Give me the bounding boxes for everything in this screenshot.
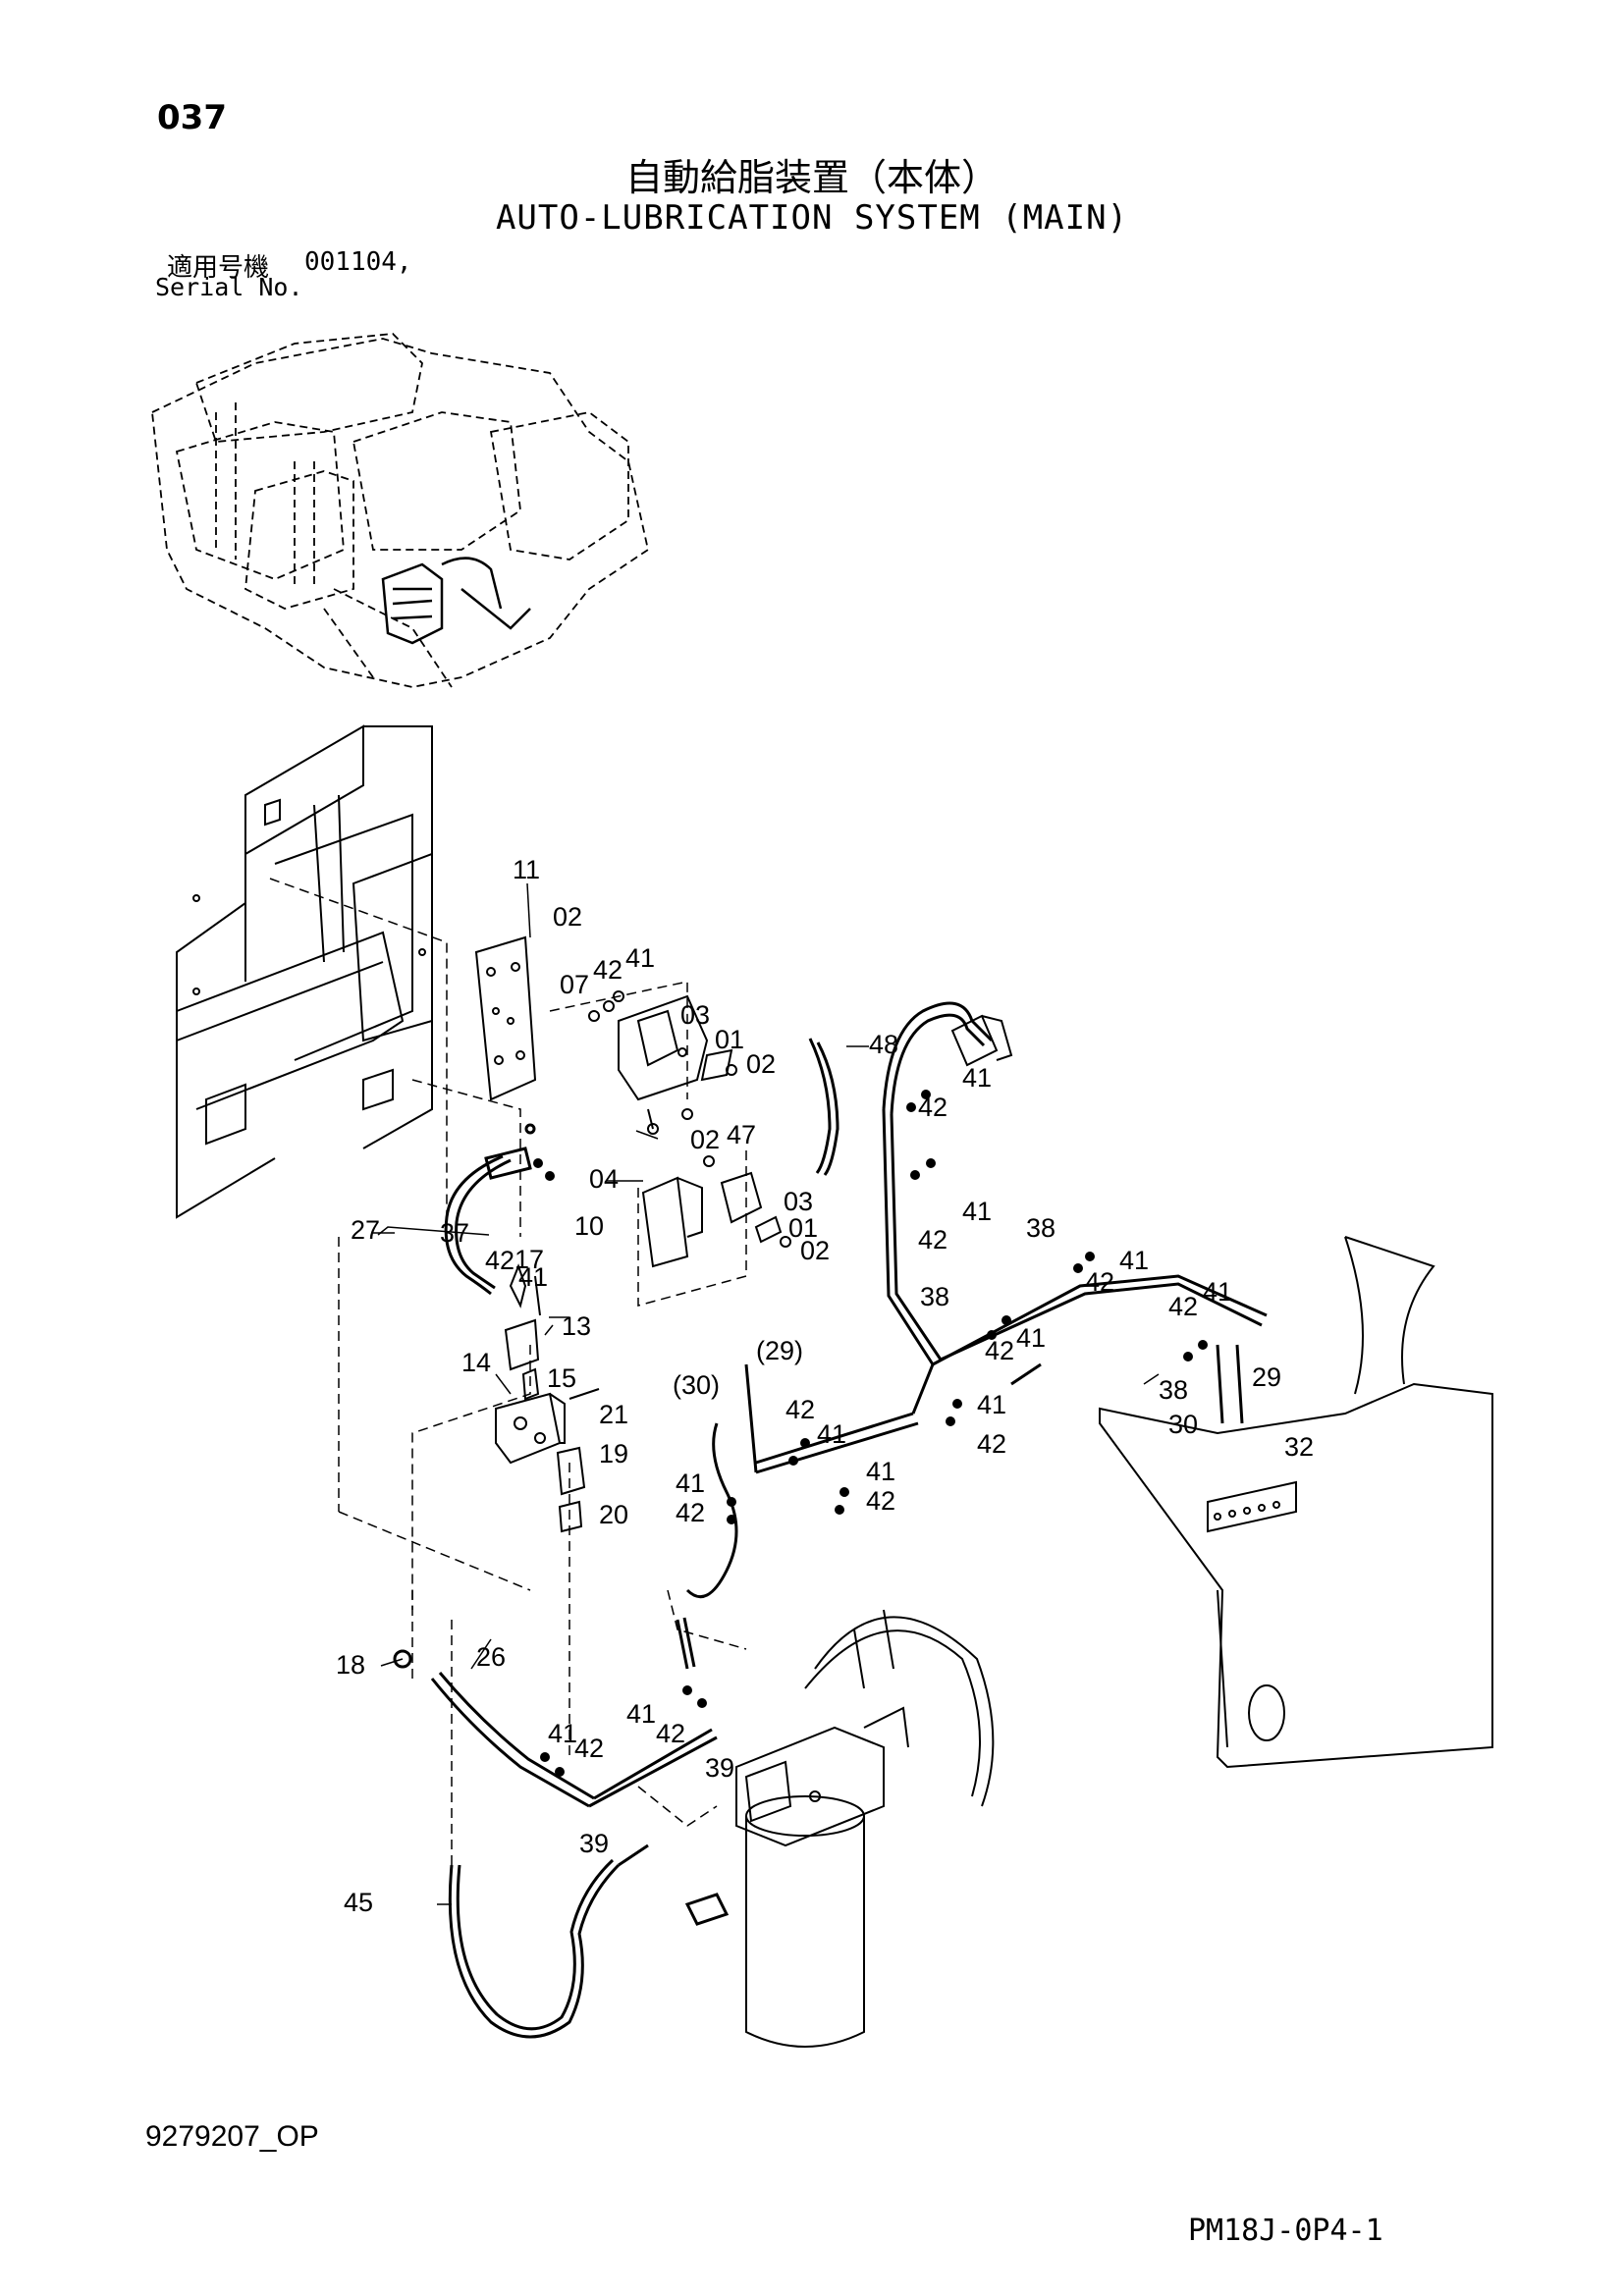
callout-41: 41 — [1016, 1323, 1046, 1353]
callout-48: 48 — [869, 1030, 898, 1059]
relief-valve-group — [495, 1263, 600, 1533]
hose-27 — [444, 1123, 536, 1296]
callout-42: 42 — [785, 1395, 815, 1424]
serial-label-english: Serial No. — [155, 273, 303, 301]
callout-39: 39 — [705, 1753, 734, 1783]
callout-21: 21 — [599, 1400, 628, 1429]
callout-41: 41 — [626, 1699, 656, 1729]
callout-02: 02 — [690, 1125, 720, 1154]
callout-42: 42 — [676, 1498, 705, 1527]
callout-32: 32 — [1284, 1432, 1314, 1462]
callout-11: 11 — [513, 855, 540, 884]
callout-42: 42 — [574, 1734, 604, 1763]
callout-10: 10 — [574, 1211, 604, 1241]
control-bracket-11 — [474, 935, 537, 1101]
callout-42: 42 — [593, 955, 623, 985]
callout-42: 42 — [866, 1486, 895, 1516]
fastener-markers — [533, 1090, 1208, 1777]
title-english: AUTO-LUBRICATION SYSTEM (MAIN) — [495, 198, 1129, 238]
callout-38: 38 — [1159, 1375, 1188, 1405]
solenoid-valve-assembly — [588, 990, 737, 1135]
serial-number-value: 001104, — [304, 247, 412, 277]
callout-41: 41 — [962, 1197, 992, 1226]
callout-02: 02 — [746, 1049, 776, 1079]
callout-02: 02 — [553, 902, 582, 932]
cover-plate — [1099, 1236, 1493, 1769]
callout-41: 41 — [625, 943, 655, 973]
callout-41: 41 — [518, 1262, 548, 1292]
hose-26 — [393, 1617, 718, 1808]
callout-07: 07 — [560, 970, 589, 999]
callout-41: 41 — [977, 1390, 1006, 1419]
callout-41: 41 — [676, 1468, 705, 1498]
callout-13: 13 — [562, 1311, 591, 1341]
callout-01: 01 — [788, 1213, 818, 1243]
callout-19: 19 — [599, 1439, 628, 1468]
callout-38: 38 — [920, 1282, 949, 1311]
callout-41: 41 — [866, 1457, 895, 1486]
callout-42: 42 — [977, 1429, 1006, 1459]
callout-01: 01 — [715, 1025, 744, 1054]
callout-30-ref: (30) — [673, 1370, 720, 1400]
callout-29: 29 — [1252, 1362, 1281, 1392]
electrical-connector — [950, 1014, 1013, 1067]
callout-15: 15 — [547, 1363, 576, 1393]
callout-20: 20 — [599, 1500, 628, 1529]
callout-38: 38 — [1026, 1213, 1056, 1243]
page-number: 037 — [157, 98, 227, 137]
callout-03: 03 — [680, 1000, 710, 1030]
callout-26: 26 — [476, 1642, 506, 1672]
callout-42: 42 — [985, 1336, 1014, 1365]
machine-overview-drawing — [151, 333, 650, 688]
callout-labels: 11 02 07 42 41 03 01 02 48 04 02 47 10 0… — [336, 855, 1314, 1917]
callout-41: 41 — [962, 1063, 992, 1093]
callout-14: 14 — [461, 1348, 491, 1377]
callout-41: 41 — [548, 1719, 577, 1748]
callout-03: 03 — [784, 1187, 813, 1216]
callout-42: 42 — [656, 1719, 685, 1748]
title-japanese: 自動給脂装置（本体） — [624, 156, 999, 199]
callout-37: 37 — [440, 1218, 469, 1248]
callout-42: 42 — [485, 1246, 514, 1275]
callout-leaders — [371, 882, 1160, 1905]
callout-47: 47 — [727, 1120, 756, 1149]
callout-42: 42 — [1085, 1267, 1114, 1297]
callout-41: 41 — [1203, 1277, 1232, 1307]
callout-04: 04 — [589, 1164, 619, 1194]
callout-02: 02 — [800, 1236, 830, 1265]
callout-18: 18 — [336, 1650, 365, 1680]
callout-41: 41 — [1119, 1246, 1149, 1275]
sheet-code: PM18J-0P4-1 — [1188, 2214, 1383, 2248]
callout-27: 27 — [351, 1215, 380, 1245]
assembly-leader-lines — [269, 878, 747, 1865]
lubrication-pump-unit — [735, 1609, 995, 2048]
switch-bracket-10 — [641, 1155, 791, 1268]
callout-17: 17 — [514, 1245, 544, 1274]
callout-42: 42 — [918, 1225, 947, 1255]
drawing-code: 9279207_OP — [145, 2120, 319, 2153]
callout-41: 41 — [817, 1419, 846, 1449]
callout-42: 42 — [1168, 1292, 1198, 1321]
grease-line-48 — [808, 1038, 839, 1176]
callout-42: 42 — [918, 1093, 947, 1122]
hose-45 — [448, 1843, 730, 2039]
mounting-frame-drawing — [176, 724, 433, 1219]
callout-29-ref: (29) — [756, 1336, 803, 1365]
overview-pump-highlight — [381, 557, 531, 645]
callout-39: 39 — [579, 1829, 609, 1858]
callout-30: 30 — [1168, 1410, 1198, 1439]
callout-45: 45 — [344, 1888, 373, 1917]
serial-label-japanese: 適用号機 — [167, 253, 270, 283]
